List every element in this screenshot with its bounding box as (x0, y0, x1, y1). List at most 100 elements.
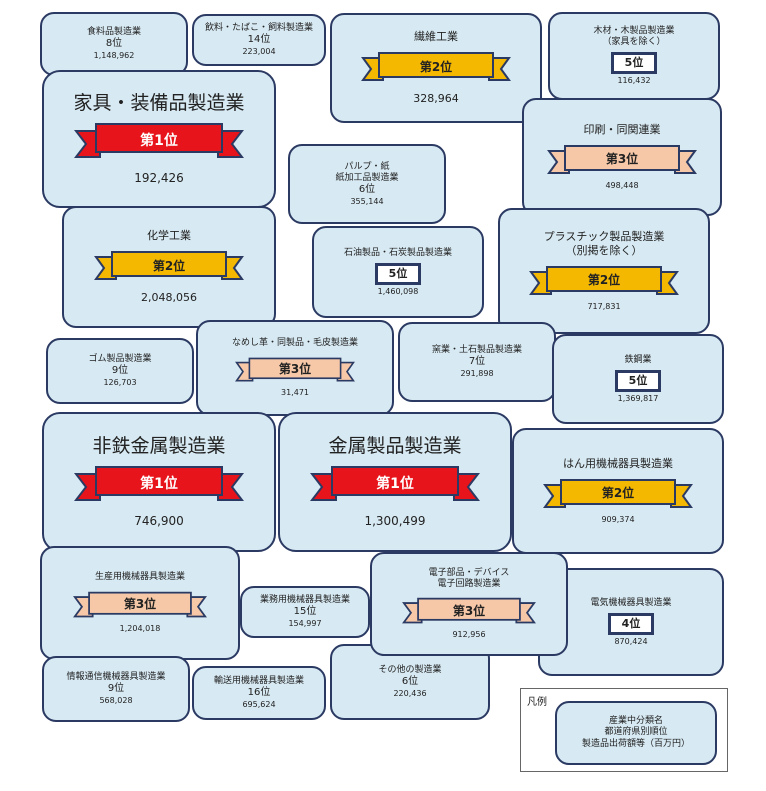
card-plastic: プラスチック製品製造業 （別掲を除く） 第2位 717,831 (498, 208, 710, 334)
rank2-ribbon: 第2位 (94, 249, 244, 283)
rank-box: 5位 (374, 262, 422, 285)
rank-text: 第2位 (419, 59, 453, 74)
card-food: 食料品製造業 8位 1,148,962 (40, 12, 188, 76)
industry-name-sub: 紙加工品製造業 (335, 172, 399, 183)
industry-name: 繊維工業 (414, 30, 458, 44)
shipment-value: 912,956 (452, 630, 486, 640)
shipment-value: 355,144 (350, 196, 384, 206)
legend: 凡例 産業中分類名 都道府県別順位 製造品出荷額等（百万円） (520, 688, 728, 772)
industry-name: 窯業・土石製品製造業 (431, 345, 522, 356)
industry-name: プラスチック製品製造業 (543, 230, 665, 244)
shipment-value: 328,964 (413, 92, 459, 105)
card-beverage: 飲料・たばこ・飼料製造業 14位 223,004 (192, 14, 326, 66)
card-printing: 印刷・同関連業 第3位 498,448 (522, 98, 722, 216)
rank-text: 15位 (293, 606, 317, 618)
card-info-comm: 情報通信機械器具製造業 9位 568,028 (42, 656, 190, 722)
card-chemical: 化学工業 第2位 2,048,056 (62, 206, 276, 328)
card-leather: なめし革・同製品・毛皮製造業 第3位 31,471 (196, 320, 394, 416)
rank-box: 5位 (614, 369, 662, 392)
shipment-value: 1,460,098 (377, 286, 419, 296)
card-ceramic: 窯業・土石製品製造業 7位 291,898 (398, 322, 556, 402)
shipment-value: 870,424 (614, 636, 648, 646)
legend-card: 産業中分類名 都道府県別順位 製造品出荷額等（百万円） (555, 701, 717, 765)
rank-text: 16位 (247, 687, 271, 699)
rank-box: 4位 (607, 612, 655, 635)
shipment-value: 717,831 (587, 301, 621, 311)
rank2-ribbon: 第2位 (529, 264, 679, 298)
shipment-value: 746,900 (134, 514, 184, 529)
legend-title: 凡例 (527, 697, 547, 708)
card-pulp: パルプ・紙 紙加工品製造業 6位 355,144 (288, 144, 446, 224)
rank-text: 第2位 (587, 273, 621, 288)
industry-name: 情報通信機械器具製造業 (66, 672, 166, 683)
industry-name: 印刷・同関連業 (583, 123, 661, 137)
rank1-ribbon: 第1位 (74, 464, 244, 504)
rank-text: 第3位 (123, 597, 157, 612)
legend-line-rank: 都道府県別順位 (604, 727, 668, 738)
card-furniture: 家具・装備品製造業 第1位 192,426 (42, 70, 276, 208)
shipment-value: 498,448 (605, 180, 639, 190)
card-other: その他の製造業 6位 220,436 (330, 644, 490, 720)
rank-text: 第1位 (140, 475, 178, 492)
rank3-ribbon: 第3位 (235, 356, 355, 384)
rank-text: 9位 (111, 365, 129, 377)
rank-text: 第1位 (140, 132, 178, 149)
rank-text: 9位 (107, 683, 125, 695)
card-business-mach: 業務用機械器具製造業 15位 154,997 (240, 586, 370, 638)
shipment-value: 192,426 (134, 171, 184, 186)
industry-name-sub: 電子回路製造業 (437, 579, 501, 589)
rank-text: 第3位 (278, 362, 312, 377)
card-electric: 電気機械器具製造業 4位 870,424 (538, 568, 724, 676)
industry-name: 生産用機械器具製造業 (94, 572, 185, 583)
card-nonferrous: 非鉄金属製造業 第1位 746,900 (42, 412, 276, 552)
rank-text: 7位 (468, 356, 486, 368)
shipment-value: 223,004 (242, 46, 276, 56)
shipment-value: 31,471 (281, 387, 309, 397)
industry-name: 化学工業 (147, 229, 191, 243)
shipment-value: 1,204,018 (119, 623, 161, 633)
industry-name: 鉄鋼業 (624, 354, 652, 365)
card-transport: 輸送用機械器具製造業 16位 695,624 (192, 666, 326, 720)
industry-name: 電気機械器具製造業 (590, 597, 672, 608)
rank-text: 第3位 (452, 603, 486, 618)
card-metal: 金属製品製造業 第1位 1,300,499 (278, 412, 512, 552)
industry-name-sub: （別掲を除く） (565, 244, 643, 257)
legend-line-name: 産業中分類名 (608, 716, 663, 727)
industry-name-sub: （家具を除く） (602, 37, 666, 48)
rank1-ribbon: 第1位 (310, 464, 480, 504)
rank3-ribbon: 第3位 (402, 596, 536, 626)
rank-text: 6位 (358, 184, 376, 195)
legend-line-value: 製造品出荷額等（百万円） (581, 738, 690, 749)
shipment-value: 1,369,817 (617, 393, 659, 403)
shipment-value: 116,432 (617, 76, 651, 86)
industry-name: 非鉄金属製造業 (92, 434, 226, 457)
industry-name: はん用機械器具製造業 (563, 457, 673, 471)
rank-text: 第2位 (601, 486, 635, 501)
rank3-ribbon: 第3位 (73, 590, 207, 620)
industry-name: 業務用機械器具製造業 (259, 595, 350, 606)
industry-name: 家具・装備品製造業 (73, 91, 245, 114)
shipment-value: 1,300,499 (364, 514, 426, 529)
industry-name: 飲料・たばこ・飼料製造業 (204, 23, 313, 34)
card-lumber: 木材・木製品製造業 （家具を除く） 5位 116,432 (548, 12, 720, 100)
rank-text: 14位 (247, 34, 271, 46)
industry-name: 木材・木製品製造業 (593, 25, 675, 36)
rank1-ribbon: 第1位 (74, 121, 244, 161)
industry-name: ゴム製品製造業 (88, 354, 152, 365)
rank-text: 6位 (401, 676, 419, 688)
rank-text: 8位 (105, 38, 123, 50)
industry-name: 金属製品製造業 (328, 434, 462, 457)
shipment-value: 154,997 (288, 618, 322, 628)
rank3-ribbon: 第3位 (547, 143, 697, 177)
card-general-mach: はん用機械器具製造業 第2位 909,374 (512, 428, 724, 554)
shipment-value: 568,028 (99, 695, 133, 705)
rank-text: 第1位 (376, 475, 414, 492)
shipment-value: 909,374 (601, 514, 635, 524)
shipment-value: 220,436 (393, 688, 427, 698)
card-petroleum: 石油製品・石炭製品製造業 5位 1,460,098 (312, 226, 484, 318)
shipment-value: 291,898 (460, 368, 494, 378)
card-prod-mach: 生産用機械器具製造業 第3位 1,204,018 (40, 546, 240, 660)
industry-name: パルプ・紙 (344, 161, 390, 172)
industry-name: なめし革・同製品・毛皮製造業 (231, 338, 358, 349)
industry-name: 電子部品・デバイス (428, 567, 510, 578)
